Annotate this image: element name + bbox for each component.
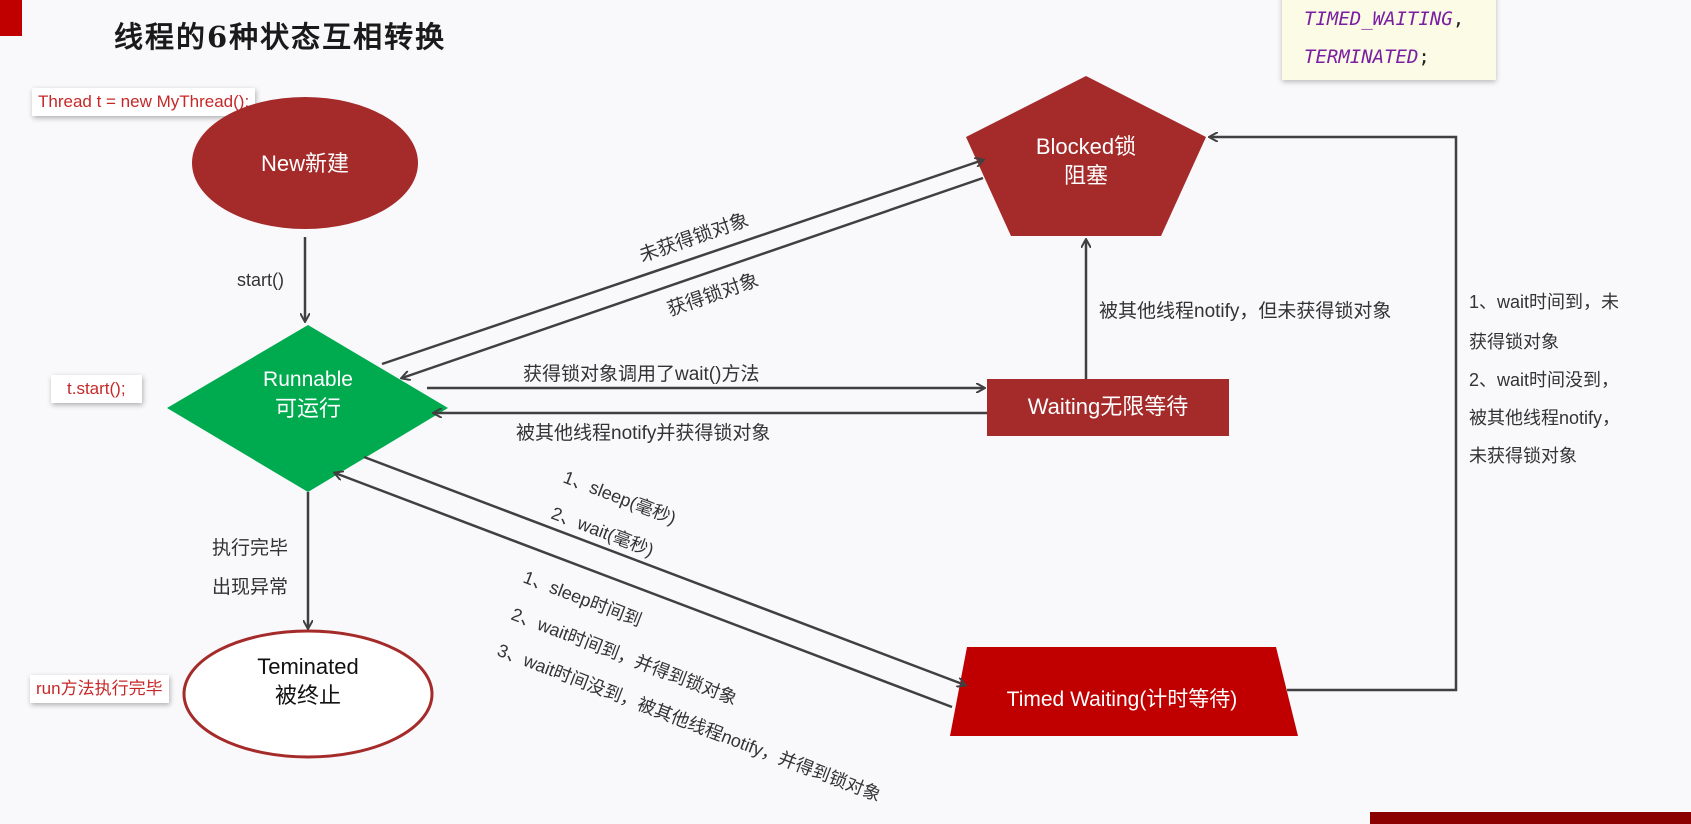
start-code-callout: t.start();: [51, 375, 142, 403]
state-waiting-box: [987, 379, 1229, 436]
run-finished-callout: run方法执行完毕: [30, 675, 169, 703]
enum-semicolon: ;: [1418, 46, 1430, 68]
state-runnable-label-2: 可运行: [275, 396, 341, 421]
state-blocked-pentagon: [966, 76, 1206, 236]
enum-value-timed-waiting: TIMED_WAITING: [1304, 8, 1453, 30]
state-new-ellipse: [192, 97, 418, 229]
state-terminated-label-1: Teminated: [257, 654, 359, 679]
enum-value-terminated: TERMINATED: [1304, 46, 1419, 68]
label-got-lock: 获得锁对象: [664, 269, 761, 321]
state-blocked-label-2: 阻塞: [1064, 163, 1108, 188]
label-start: start(): [237, 270, 284, 290]
new-thread-code-callout: Thread t = new MyThread();: [32, 88, 256, 116]
enum-line-timed-waiting: TIMED_WAITING,: [1304, 8, 1464, 30]
state-waiting-label: Waiting无限等待: [1028, 394, 1189, 419]
state-new-label: New新建: [261, 151, 349, 176]
arrow-blocked-to-runnable: [402, 176, 984, 378]
arrow-runnable-to-blocked: [381, 160, 983, 366]
label-finished-2: 出现异常: [212, 576, 288, 598]
code-snippet-note: TIMED_WAITING, TERMINATED;: [1282, 0, 1496, 80]
page-title: 线程的6种状态互相转换: [114, 20, 447, 54]
bottom-banner-fragment: [1370, 812, 1691, 824]
label-timed-to-blocked-3: 2、wait时间没到，: [1469, 370, 1619, 390]
label-finished-1: 执行完毕: [212, 537, 288, 559]
state-blocked-label-1: Blocked锁: [1036, 134, 1136, 159]
state-timed-waiting-label: Timed Waiting(计时等待): [1007, 688, 1238, 711]
label-timed-to-blocked-2: 获得锁对象: [1469, 332, 1559, 352]
arrow-timed-to-runnable: [335, 473, 953, 709]
state-runnable-diamond: [167, 325, 448, 492]
label-timed-to-blocked-4: 被其他线程notify，: [1469, 408, 1620, 428]
label-timed-to-blocked-1: 1、wait时间到，未: [1469, 292, 1619, 312]
state-timed-waiting-trapezoid: [950, 647, 1298, 736]
enum-comma: ,: [1452, 8, 1465, 30]
corner-accent: [0, 0, 22, 36]
state-runnable-label-1: Runnable: [263, 368, 353, 391]
state-terminated-ellipse: [182, 629, 434, 759]
state-terminated-label-2: 被终止: [275, 683, 341, 708]
label-notify-no-lock: 被其他线程notify，但未获得锁对象: [1099, 300, 1391, 322]
arrow-timed-to-blocked: [1210, 137, 1458, 692]
label-timed-to-blocked-5: 未获得锁对象: [1469, 446, 1577, 466]
label-notify-got-lock: 被其他线程notify并获得锁对象: [516, 422, 770, 444]
arrow-runnable-to-timed: [363, 455, 965, 685]
enum-line-terminated: TERMINATED;: [1304, 46, 1430, 68]
label-from-timed-3: 3、wait时间没到，被其他线程notify，并得到锁对象: [495, 640, 884, 805]
label-call-wait: 获得锁对象调用了wait()方法: [523, 363, 759, 385]
